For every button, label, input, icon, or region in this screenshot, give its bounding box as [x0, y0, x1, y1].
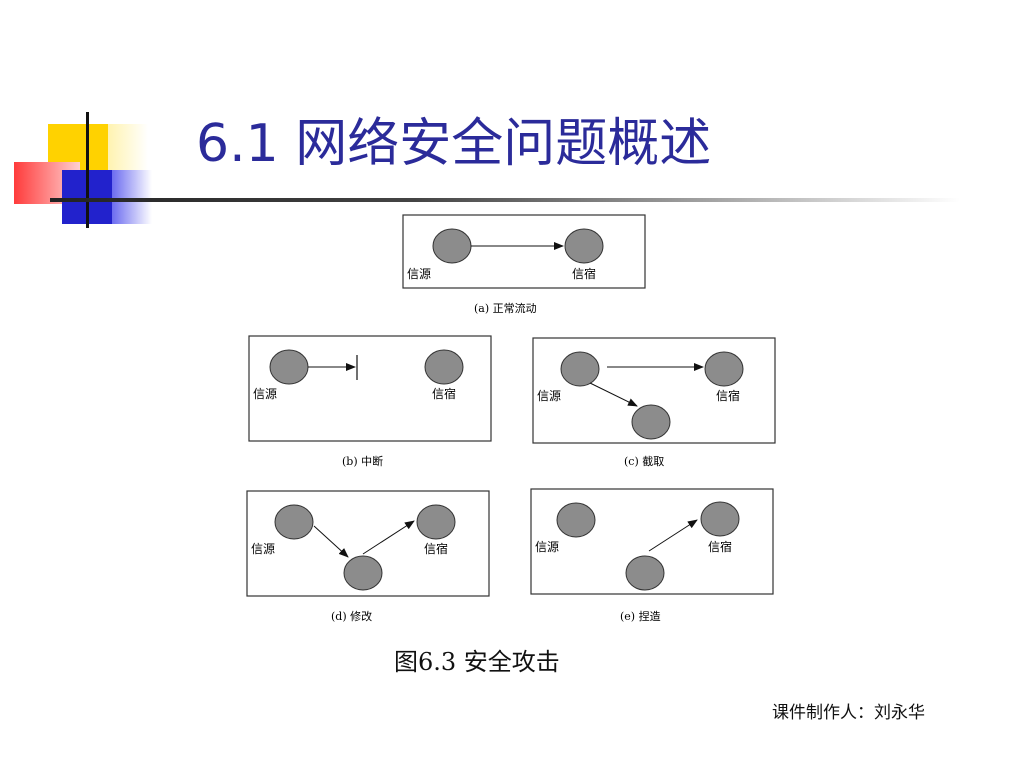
panel-a-source-label: 信源 — [407, 267, 431, 281]
panel-c-caption: (c) 截取 — [624, 454, 664, 468]
panel-c-interception: 信源 信宿 (c) 截取 — [532, 337, 776, 468]
panel-a-frame — [402, 214, 646, 289]
panel-e-intruder-node — [625, 555, 665, 591]
panel-e-arrow-fabricated — [648, 519, 698, 552]
panel-d-caption: (d) 修改 — [331, 609, 372, 623]
panel-c-sink-node — [704, 351, 744, 387]
panel-e-source-node — [556, 502, 596, 538]
panel-b-source-node — [269, 349, 309, 385]
panel-b-interruption: 信源 信宿 (b) 中断 — [248, 335, 492, 468]
panel-d-sink-node — [416, 504, 456, 540]
author-credit: 课件制作人：刘永华 — [772, 703, 925, 723]
panel-e-source-label: 信源 — [535, 540, 559, 554]
panel-d-intruder-node — [343, 555, 383, 591]
panel-c-intruder-node — [631, 404, 671, 440]
panel-e-sink-label: 信宿 — [708, 539, 732, 554]
panel-d-modification: 信源 信宿 (d) 修改 — [246, 490, 490, 623]
deco-vertical-line — [86, 112, 89, 228]
panel-b-source-label: 信源 — [253, 387, 277, 401]
deco-horizontal-line — [50, 198, 960, 202]
panel-d-arrow-to-sink — [362, 520, 415, 555]
panel-d-arrow-to-intruder — [313, 525, 349, 558]
panel-d-source-node — [274, 504, 314, 540]
panel-c-source-label: 信源 — [537, 389, 561, 403]
panel-a-caption: (a) 正常流动 — [474, 301, 537, 315]
panel-c-source-node — [560, 351, 600, 387]
panel-b-sink-node — [424, 349, 464, 385]
panel-d-source-label: 信源 — [251, 542, 275, 556]
panel-a-sink-label: 信宿 — [572, 266, 596, 281]
panel-e-fabrication: 信源 信宿 (e) 捏造 — [530, 488, 774, 623]
panel-c-sink-label: 信宿 — [716, 388, 740, 403]
panel-b-caption: (b) 中断 — [342, 454, 383, 468]
slide-title: 6.1 网络安全问题概述 — [196, 114, 712, 174]
panel-a-source-node — [432, 228, 472, 264]
panel-d-sink-label: 信宿 — [424, 541, 448, 556]
deco-blue-fade — [112, 170, 152, 224]
figure-caption: 图6.3 安全攻击 — [394, 648, 560, 676]
panel-e-sink-node — [700, 501, 740, 537]
panel-c-arrow-intercept — [589, 382, 638, 407]
panel-a-normal-flow: 信源 信宿 (a) 正常流动 — [402, 214, 646, 315]
panel-e-caption: (e) 捏造 — [620, 609, 661, 623]
panel-b-sink-label: 信宿 — [432, 386, 456, 401]
panel-a-sink-node — [564, 228, 604, 264]
